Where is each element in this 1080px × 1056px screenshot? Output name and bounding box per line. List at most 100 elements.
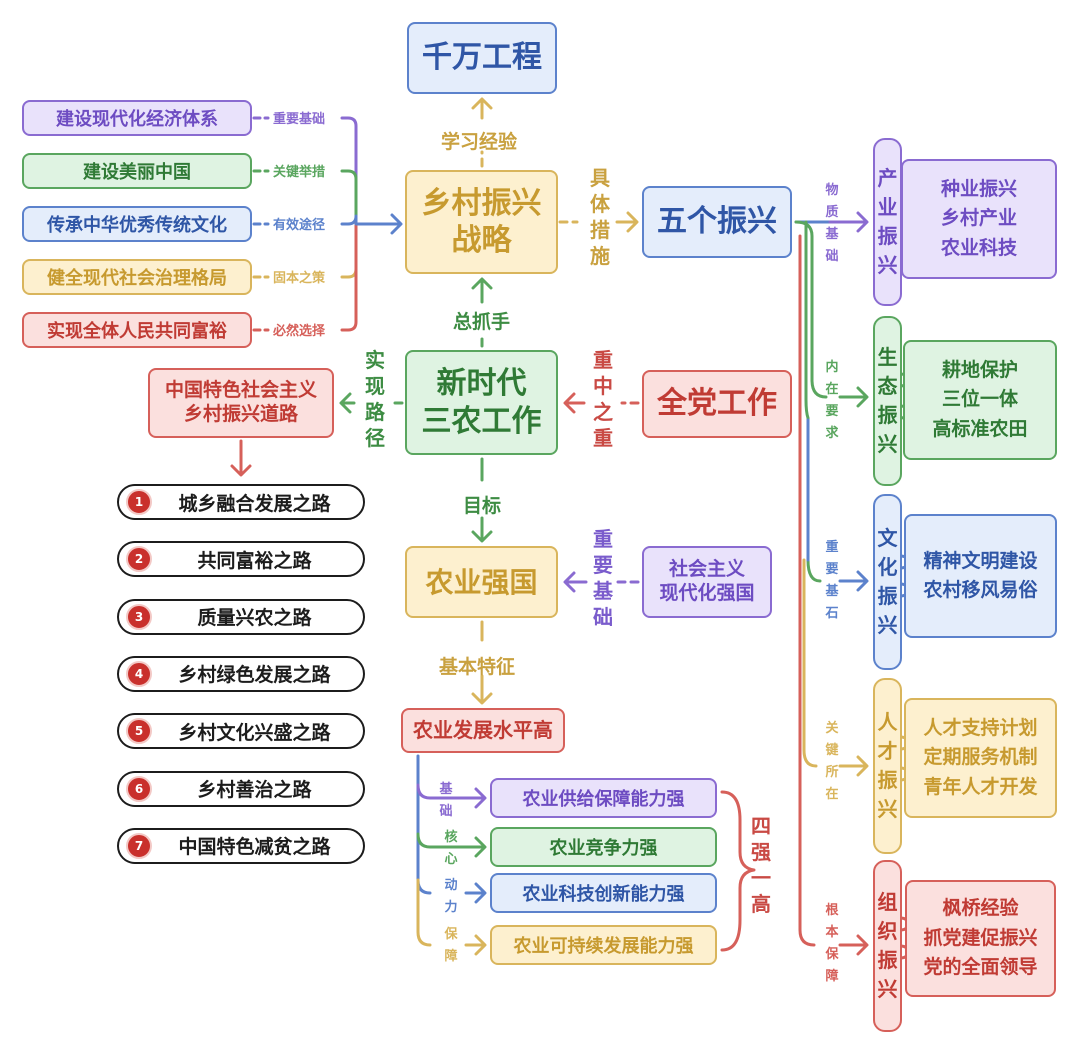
revitalization-relation-label: 重要基石: [825, 540, 839, 621]
revitalization-detail-text: 精神文明建设 农村移风易俗: [923, 549, 1038, 601]
pillar-relation-label: 有效途径: [273, 218, 326, 233]
revitalization-relation-label: 关键所在: [825, 721, 839, 802]
revitalization-detail-text: 耕地保护 三位一体 高标准农田: [932, 358, 1028, 440]
pillar-item: 传承中华优秀传统文化: [22, 206, 252, 242]
revitalization-relation-label: 物质基础: [825, 183, 839, 264]
path-item: 3 质量兴农之路: [117, 598, 365, 635]
revitalization-node: 文化振兴: [873, 494, 902, 670]
path-number-badge: 4: [126, 660, 152, 687]
path-item: 4 乡村绿色发展之路: [117, 655, 365, 692]
agri-power-arrow-head: [471, 530, 493, 543]
path-item: 6 乡村善治之路: [117, 770, 365, 807]
revitalization-details: 种业振兴 乡村产业 农业科技: [901, 159, 1057, 279]
pillar-bracket: [340, 222, 358, 279]
revitalization-detail-text: 种业振兴 乡村产业 农业科技: [940, 177, 1017, 259]
path-number-badge: 3: [126, 603, 152, 630]
label-specific-measures: 具体措施: [590, 166, 610, 268]
revit-arrow-head: [856, 570, 869, 592]
node-high-development-level: 农业发展水平高: [401, 708, 565, 753]
path-text: 共同富裕之路: [197, 549, 312, 572]
label-basic-features: 基本特征: [439, 656, 516, 678]
node-agri-power-label: 农业强国: [425, 565, 538, 599]
label-learn-experience: 学习经验: [441, 131, 518, 153]
strength-trunk: [416, 878, 432, 947]
pillar-relation-label: 固本之策: [273, 271, 326, 286]
label-general-lever: 总抓手: [453, 311, 511, 333]
revitalization-name: 组织振兴: [877, 890, 898, 1001]
strength-role-label: 动力: [444, 878, 458, 915]
revitalization-details: 人才支持计划 定期服务机制 青年人才开发: [904, 698, 1057, 818]
qianwan-arrow-head: [471, 97, 493, 110]
path-text: 中国特色减贫之路: [178, 836, 331, 859]
node-five-label: 五个振兴: [657, 204, 777, 240]
path-text: 乡村善治之路: [197, 779, 312, 801]
path-number-badge: 2: [126, 546, 152, 573]
pillar-relation-label: 必然选择: [273, 324, 326, 339]
four-strong-brace: [720, 790, 756, 952]
revit-arrow-head: [856, 211, 869, 233]
five-arrow-head: [626, 211, 639, 233]
revit-trunk-green-top: [794, 220, 828, 399]
pillar-item: 建设美丽中国: [22, 153, 252, 189]
node-party-label: 全党工作: [657, 386, 777, 422]
revitalization-details: 耕地保护 三位一体 高标准农田: [903, 340, 1057, 460]
strength-item: 农业可持续发展能力强: [490, 925, 717, 965]
pillar-relation-label: 重要基础: [273, 112, 326, 127]
node-high-level-label: 农业发展水平高: [413, 718, 553, 742]
high-level-arrow-head: [471, 692, 493, 705]
pillar-relation-label: 关键举措: [273, 165, 326, 180]
pillar-bracket: [340, 222, 358, 332]
label-realization-path: 实现路径: [365, 348, 385, 450]
revitalization-details: 精神文明建设 农村移风易俗: [904, 514, 1057, 638]
path-text: 城乡融合发展之路: [178, 492, 331, 515]
revit-arrow-head: [856, 386, 869, 408]
pillar-bracket: [340, 214, 358, 226]
sannong-arrow-head: [563, 392, 576, 414]
revit-arrow-head: [856, 755, 869, 777]
node-socialist-modern-power: 社会主义 现代化强国: [642, 546, 772, 618]
label-top-priority: 重中之重: [593, 348, 613, 450]
paths-arrow-head: [230, 464, 252, 477]
strength-arrow-head: [474, 882, 487, 904]
revit-arrow-head: [856, 934, 869, 956]
agri-arrow-head: [563, 571, 576, 593]
strength-branch: [416, 832, 485, 849]
pillar-item: 健全现代社会治理格局: [22, 259, 252, 295]
revitalization-relation-label: 根本保障: [825, 903, 839, 984]
pillar-item: 实现全体人民共同富裕: [22, 312, 252, 348]
strength-item: 农业竞争力强: [490, 827, 717, 867]
path-number-badge: 7: [126, 832, 152, 859]
label-goal: 目标: [463, 495, 502, 517]
revitalization-name: 产业振兴: [877, 166, 898, 277]
path-number-badge: 1: [126, 489, 152, 515]
path-text: 乡村绿色发展之路: [178, 664, 331, 687]
node-party-work: 全党工作: [642, 370, 792, 438]
strength-arrow-head: [474, 934, 487, 956]
pillar-bracket: [340, 169, 358, 226]
strength-branch: [416, 783, 485, 800]
pillar-item: 建设现代化经济体系: [22, 100, 252, 136]
node-socialist-label: 社会主义 现代化强国: [659, 558, 755, 604]
node-qianwan-label: 千万工程: [422, 40, 542, 76]
node-strategy-label: 乡村振兴 战略: [421, 185, 542, 259]
node-path-label: 中国特色社会主义 乡村振兴道路: [164, 379, 317, 425]
revitalization-node: 组织振兴: [873, 860, 902, 1032]
path-item: 2 共同富裕之路: [117, 541, 365, 578]
revitalization-node: 生态振兴: [873, 316, 902, 486]
strength-trunk: [416, 754, 432, 895]
revitalization-name: 文化振兴: [877, 526, 898, 637]
node-chinese-path: 中国特色社会主义 乡村振兴道路: [148, 368, 334, 438]
node-five-revitalizations: 五个振兴: [642, 186, 792, 258]
path-text: 质量兴农之路: [197, 607, 312, 630]
revitalization-detail-text: 人才支持计划 定期服务机制 青年人才开发: [923, 716, 1038, 798]
node-new-era-sannong: 新时代 三农工作: [405, 350, 558, 455]
revitalization-name: 人才振兴: [877, 710, 898, 821]
path-number-badge: 6: [126, 775, 152, 802]
revitalization-detail-text: 枫桥经验 抓党建促振兴 党的全面领导: [923, 897, 1038, 979]
strength-arrow-head: [474, 787, 487, 809]
path-arrow-head: [339, 392, 352, 414]
strength-role-label: 核心: [444, 830, 458, 867]
